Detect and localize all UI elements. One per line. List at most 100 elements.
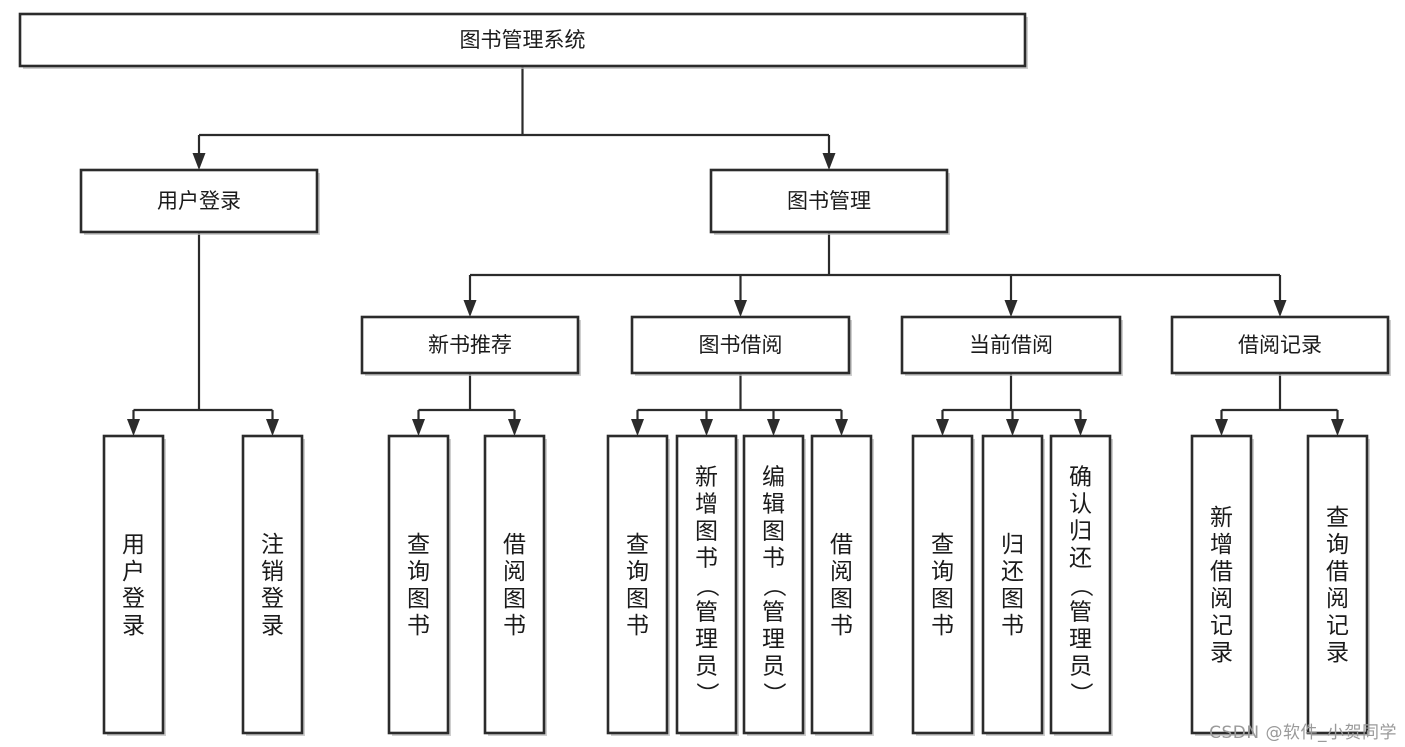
node-label-char: 户	[122, 559, 145, 585]
arrow-head-new-book-recommend	[463, 300, 477, 317]
arrow-head-leaf-query-borrow-record	[1331, 419, 1344, 436]
node-label-char: 询	[407, 559, 430, 585]
node-rect[interactable]	[1049, 434, 1112, 735]
node-label-char: 理	[762, 627, 785, 653]
node-leaf-add-borrow-record[interactable]: 新增借阅记录新增借阅记录	[1190, 434, 1254, 736]
arrow-head-leaf-add-book	[700, 419, 713, 436]
node-label-char: 记	[1210, 613, 1233, 639]
node-leaf-query-book-2[interactable]: 查询图书查询图书	[606, 434, 670, 736]
node-label-char: 归	[1001, 532, 1024, 558]
node-rect[interactable]	[981, 434, 1044, 735]
node-borrow-record[interactable]: 借阅记录	[1170, 315, 1391, 376]
arrow-head-book-borrow	[734, 300, 747, 317]
node-rect[interactable]	[1190, 434, 1253, 735]
node-label-char: 确	[1069, 465, 1092, 491]
node-book-manage[interactable]: 图书管理	[709, 168, 950, 235]
node-rect[interactable]	[709, 168, 949, 234]
node-rect[interactable]	[387, 434, 450, 735]
arrow-head-leaf-user-logout	[266, 419, 279, 436]
node-label-char: （	[694, 574, 720, 597]
node-label-char: 认	[1069, 492, 1092, 518]
nodes-layer: 图书管理系统用户登录图书管理新书推荐图书借阅当前借阅借阅记录用户登录用户登录注销…	[18, 12, 1391, 736]
node-rect[interactable]	[900, 315, 1122, 375]
node-rect[interactable]	[1306, 434, 1369, 735]
node-label: 图书管理	[787, 189, 871, 213]
node-label-char: 阅	[503, 559, 526, 585]
node-label: 用户登录	[157, 189, 241, 213]
node-rect[interactable]	[102, 434, 165, 735]
node-label: 新书推荐	[428, 333, 512, 357]
arrow-head-borrow-record	[1273, 300, 1287, 317]
edges-layer	[127, 66, 1344, 436]
arrow-head-leaf-return-book	[1006, 419, 1019, 436]
node-rect[interactable]	[675, 434, 738, 735]
node-label-char: 图	[407, 586, 430, 612]
arrow-head-leaf-query-book-2	[631, 419, 644, 436]
node-label-char: （	[1068, 574, 1094, 597]
node-label-char: ）	[1068, 682, 1094, 705]
node-rect[interactable]	[606, 434, 669, 735]
node-label-char: 管	[762, 600, 785, 626]
arrow-head-leaf-edit-book	[767, 419, 780, 436]
arrow-head-leaf-confirm-return	[1074, 419, 1087, 436]
node-label-char: 书	[830, 613, 853, 639]
node-rect[interactable]	[18, 12, 1027, 68]
node-label-char: 书	[626, 613, 649, 639]
node-rect[interactable]	[742, 434, 805, 735]
node-leaf-return-book[interactable]: 归还图书归还图书	[981, 434, 1045, 736]
node-leaf-borrow-book-2[interactable]: 借阅图书借阅图书	[810, 434, 874, 736]
node-label: 当前借阅	[969, 333, 1053, 357]
node-label-char: 登	[261, 586, 284, 612]
node-label-char: 书	[762, 546, 785, 572]
node-book-borrow[interactable]: 图书借阅	[630, 315, 852, 376]
node-rect[interactable]	[911, 434, 974, 735]
arrow-head-leaf-query-book-1	[412, 419, 425, 436]
node-rect[interactable]	[79, 168, 319, 234]
node-label-char: （	[761, 574, 787, 597]
node-label-char: 借	[1326, 559, 1349, 585]
node-label-char: 还	[1001, 559, 1024, 585]
node-rect[interactable]	[241, 434, 304, 735]
node-leaf-query-book-1[interactable]: 查询图书查询图书	[387, 434, 451, 736]
node-rect[interactable]	[483, 434, 546, 735]
node-leaf-borrow-book-1[interactable]: 借阅图书借阅图书	[483, 434, 547, 736]
node-label: 图书借阅	[699, 333, 783, 357]
node-label-char: 员	[695, 654, 718, 680]
node-rect[interactable]	[630, 315, 851, 375]
node-leaf-query-book-3[interactable]: 查询图书查询图书	[911, 434, 975, 736]
node-label-char: 图	[830, 586, 853, 612]
node-label: 图书管理系统	[460, 28, 586, 52]
node-user-login[interactable]: 用户登录	[79, 168, 320, 235]
node-label-char: 图	[626, 586, 649, 612]
node-new-book-recommend[interactable]: 新书推荐	[360, 315, 581, 376]
node-label-char: 查	[626, 532, 649, 558]
node-label-char: 图	[695, 519, 718, 545]
node-rect[interactable]	[1170, 315, 1390, 375]
node-label-char: 登	[122, 586, 145, 612]
node-leaf-query-borrow-record[interactable]: 查询借阅记录查询借阅记录	[1306, 434, 1370, 736]
node-leaf-user-logout[interactable]: 注销登录注销登录	[241, 434, 305, 736]
node-label-char: 图	[762, 519, 785, 545]
node-label-char: 图	[503, 586, 526, 612]
node-label-char: 编	[762, 465, 785, 491]
node-label-char: 借	[1210, 559, 1233, 585]
arrow-head-current-borrow	[1004, 300, 1018, 317]
node-label-char: 员	[762, 654, 785, 680]
node-label-char: 阅	[830, 559, 853, 585]
node-rect[interactable]	[360, 315, 580, 375]
node-rect[interactable]	[810, 434, 873, 735]
node-root[interactable]: 图书管理系统	[18, 12, 1028, 69]
node-leaf-user-login[interactable]: 用户登录用户登录	[102, 434, 166, 736]
node-current-borrow[interactable]: 当前借阅	[900, 315, 1123, 376]
node-label-char: 录	[261, 613, 284, 639]
node-label-char: 书	[503, 613, 526, 639]
arrow-head-leaf-query-book-3	[936, 419, 949, 436]
arrow-head-book-manage	[822, 153, 836, 170]
node-label-char: 销	[261, 559, 284, 585]
node-label-char: 查	[1326, 505, 1349, 531]
node-label-char: 记	[1326, 613, 1349, 639]
